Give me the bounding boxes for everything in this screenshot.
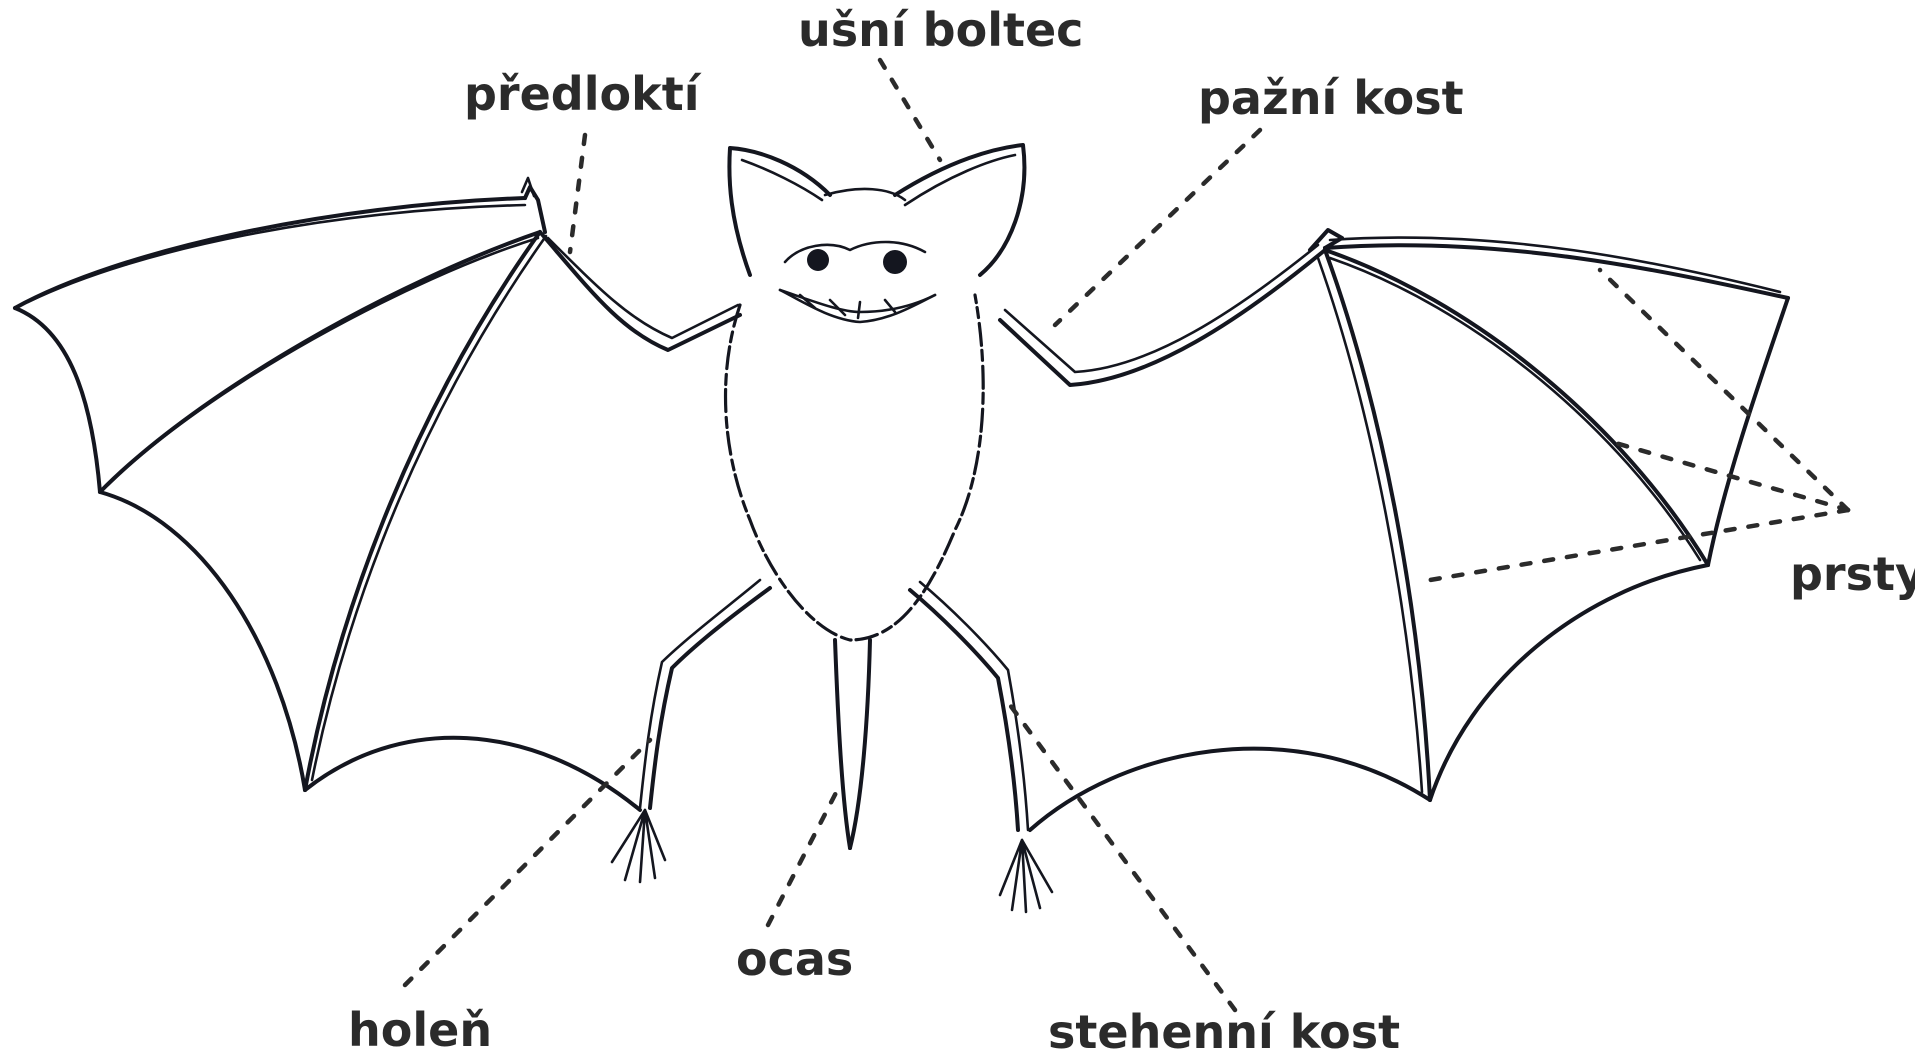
label-tail: ocas <box>736 932 853 986</box>
right-wing <box>1000 230 1788 830</box>
leader-humerus <box>1055 130 1260 325</box>
bat-illustration <box>15 145 1788 912</box>
label-tibia: holeň <box>348 1003 492 1054</box>
left-wing <box>15 187 740 810</box>
left-leg <box>612 580 770 882</box>
tail <box>835 640 870 848</box>
leader-tail <box>768 785 840 925</box>
leader-finger-3 <box>1430 510 1848 580</box>
label-femur: stehenní kost <box>1048 1005 1400 1054</box>
label-ear: ušní boltec <box>798 3 1083 57</box>
leader-tibia <box>405 740 650 985</box>
head <box>729 145 1024 322</box>
label-forearm: předloktí <box>464 67 702 121</box>
label-fingers: prsty <box>1790 547 1915 601</box>
right-leg <box>910 582 1052 912</box>
body <box>726 295 984 640</box>
leader-ear <box>880 60 940 160</box>
leader-forearm <box>570 135 585 252</box>
label-humerus: pažní kost <box>1198 71 1464 125</box>
leader-lines <box>405 60 1848 1010</box>
